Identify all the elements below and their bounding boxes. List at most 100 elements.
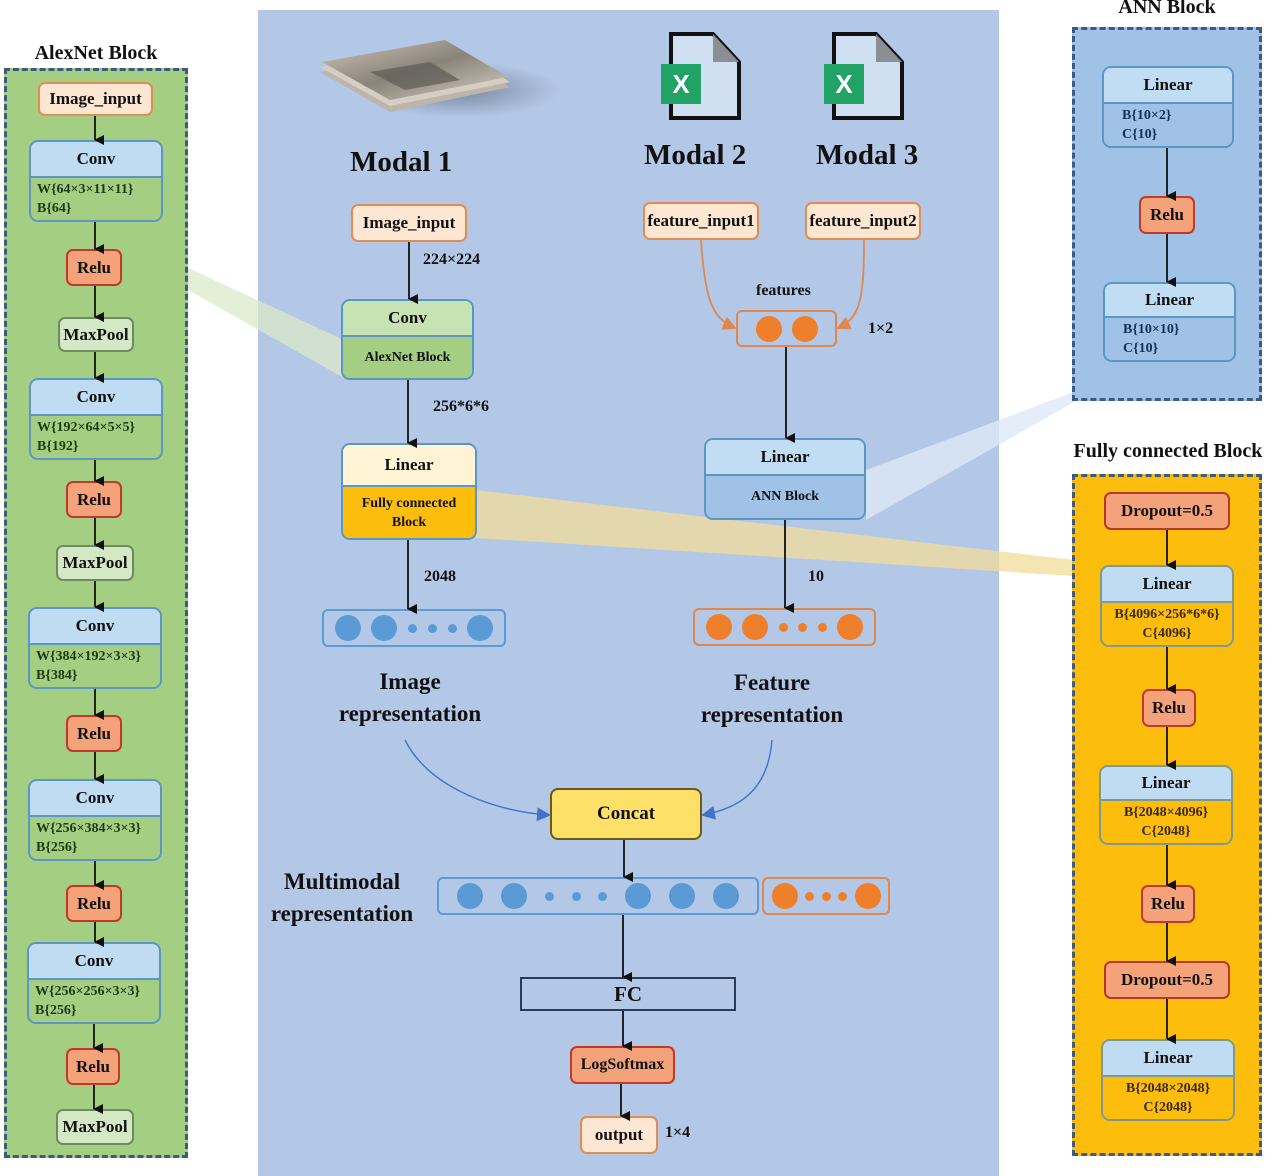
dim-1x2: 1×2 bbox=[868, 320, 894, 337]
multimodal-representation-label: Multimodal representation bbox=[262, 866, 422, 930]
vector-node bbox=[625, 883, 652, 909]
linear-c-param: C{4096} bbox=[1142, 626, 1192, 641]
excel-letter: X bbox=[835, 69, 853, 99]
multimodal-image-part-vector bbox=[437, 877, 759, 915]
main-conv-alexnet: Conv AlexNet Block bbox=[341, 299, 474, 380]
vector-ellipsis bbox=[427, 623, 437, 633]
alexnet-maxpool-1: MaxPool bbox=[58, 317, 134, 352]
conv-label: Conv bbox=[31, 380, 161, 416]
output-node: output bbox=[580, 1116, 658, 1154]
concat-node: Concat bbox=[550, 788, 702, 840]
dim-10: 10 bbox=[808, 568, 824, 585]
dim-224x224: 224×224 bbox=[423, 251, 481, 268]
ann-linear-2: Linear B{10×10} C{10} bbox=[1103, 282, 1236, 362]
linear-b-param: B{10×10} bbox=[1123, 322, 1180, 337]
modal1-label: Modal 1 bbox=[350, 146, 453, 178]
feature-representation-vector bbox=[693, 608, 876, 646]
alexnet-relu-4: Relu bbox=[66, 885, 122, 922]
logsoftmax-node: LogSoftmax bbox=[570, 1046, 675, 1084]
vector-ellipsis bbox=[778, 622, 788, 632]
linear-b-param: B{10×2} bbox=[1122, 108, 1172, 123]
linear-b-param: B{4096×256*6*6} bbox=[1114, 607, 1220, 622]
feature-repr-line1: Feature bbox=[733, 670, 811, 695]
vector-node bbox=[467, 615, 494, 641]
excel-letter: X bbox=[672, 69, 690, 99]
linear-b-param: B{2048×4096} bbox=[1123, 805, 1209, 820]
multimodal-repr-line2: representation bbox=[270, 901, 414, 926]
alexnet-relu-1: Relu bbox=[66, 249, 122, 286]
fc-dropout-2: Dropout=0.5 bbox=[1104, 961, 1230, 999]
conv-weights: W{64×3×11×11} bbox=[37, 182, 134, 197]
conv-weights: W{256×256×3×3} bbox=[35, 984, 140, 999]
alexnet-conv-2: Conv W{192×64×5×5} B{192} bbox=[29, 378, 163, 460]
linear-label: Linear bbox=[1103, 1041, 1233, 1077]
alexnet-block-title: AlexNet Block bbox=[34, 42, 158, 64]
fc-block-sublabel-line1: Fully connected bbox=[361, 495, 457, 511]
conv-bias: B{192} bbox=[37, 439, 79, 454]
conv-weights: W{384×192×3×3} bbox=[36, 649, 141, 664]
linear-label: Linear bbox=[1105, 284, 1234, 318]
main-linear-fc: Linear Fully connected Block bbox=[341, 443, 477, 540]
alexnet-conv-1: Conv W{64×3×11×11} B{64} bbox=[29, 140, 163, 222]
linear-label: Linear bbox=[1104, 68, 1232, 104]
vector-node bbox=[456, 883, 483, 909]
alexnet-maxpool-3: MaxPool bbox=[56, 1109, 134, 1145]
conv-label: Conv bbox=[30, 609, 160, 645]
linear-c-param: C{2048} bbox=[1143, 1100, 1193, 1115]
linear-label: Linear bbox=[343, 445, 475, 487]
multimodal-feature-part-vector bbox=[762, 877, 890, 915]
vector-node bbox=[837, 614, 864, 640]
fc-linear-1: Linear B{4096×256*6*6} C{4096} bbox=[1100, 565, 1234, 647]
linear-b-param: B{2048×2048} bbox=[1125, 1081, 1211, 1096]
ann-block-title: ANN Block bbox=[1118, 0, 1216, 18]
alexnet-maxpool-2: MaxPool bbox=[56, 545, 134, 581]
linear-c-param: C{10} bbox=[1122, 127, 1158, 142]
alexnet-conv-3: Conv W{384×192×3×3} B{384} bbox=[28, 607, 162, 689]
ann-relu: Relu bbox=[1139, 196, 1195, 234]
vector-node bbox=[334, 615, 361, 641]
dim-1x4: 1×4 bbox=[665, 1124, 691, 1141]
linear-c-param: C{10} bbox=[1123, 341, 1159, 356]
conv-weights: W{192×64×5×5} bbox=[37, 420, 135, 435]
vector-ellipsis bbox=[821, 891, 831, 901]
fc-linear-2: Linear B{2048×4096}C{2048} bbox=[1099, 765, 1233, 845]
vector-node bbox=[713, 883, 739, 909]
vector-node bbox=[742, 614, 769, 640]
alexnet-conv-4: Conv W{256×384×3×3} B{256} bbox=[28, 779, 162, 861]
conv-bias: B{64} bbox=[37, 201, 72, 216]
modal3-excel-file-icon: X bbox=[820, 30, 906, 122]
fc-linear-3: Linear B{2048×2048} C{2048} bbox=[1101, 1039, 1235, 1121]
main-image-input: Image_input bbox=[351, 204, 467, 242]
image-repr-line1: Image bbox=[379, 669, 441, 694]
linear-label: Linear bbox=[706, 440, 864, 476]
alexnet-relu-3: Relu bbox=[66, 715, 122, 752]
fc-relu-2: Relu bbox=[1141, 885, 1195, 923]
linear-label: Linear bbox=[1102, 567, 1232, 603]
vector-ellipsis bbox=[571, 891, 581, 901]
conv-weights: W{256×384×3×3} bbox=[36, 821, 141, 836]
alexnet-relu-5: Relu bbox=[66, 1048, 120, 1085]
vector-ellipsis bbox=[408, 623, 418, 633]
vector-node bbox=[771, 883, 798, 909]
multimodal-repr-line1: Multimodal bbox=[283, 869, 401, 894]
vector-node bbox=[371, 615, 398, 641]
conv-label: Conv bbox=[31, 142, 161, 178]
vector-node bbox=[705, 614, 732, 640]
vector-ellipsis bbox=[544, 891, 554, 901]
conv-label: Conv bbox=[343, 301, 472, 337]
vector-node bbox=[669, 883, 696, 909]
vector-node bbox=[755, 315, 782, 342]
alexnet-block-sublabel: AlexNet Block bbox=[343, 337, 472, 378]
feature-representation-label: Feature representation bbox=[672, 667, 872, 731]
feature-repr-line2: representation bbox=[700, 702, 844, 727]
fc-dropout-1: Dropout=0.5 bbox=[1104, 492, 1230, 530]
image-repr-line2: representation bbox=[338, 701, 482, 726]
feature-input1: feature_input1 bbox=[643, 202, 759, 240]
fc-layer: FC bbox=[520, 977, 736, 1011]
conv-bias: B{384} bbox=[36, 668, 78, 683]
conv-bias: B{256} bbox=[36, 840, 78, 855]
conv-label: Conv bbox=[30, 781, 160, 817]
vector-ellipsis bbox=[805, 891, 814, 901]
features-label: features bbox=[756, 282, 811, 299]
modal3-label: Modal 3 bbox=[816, 139, 919, 171]
